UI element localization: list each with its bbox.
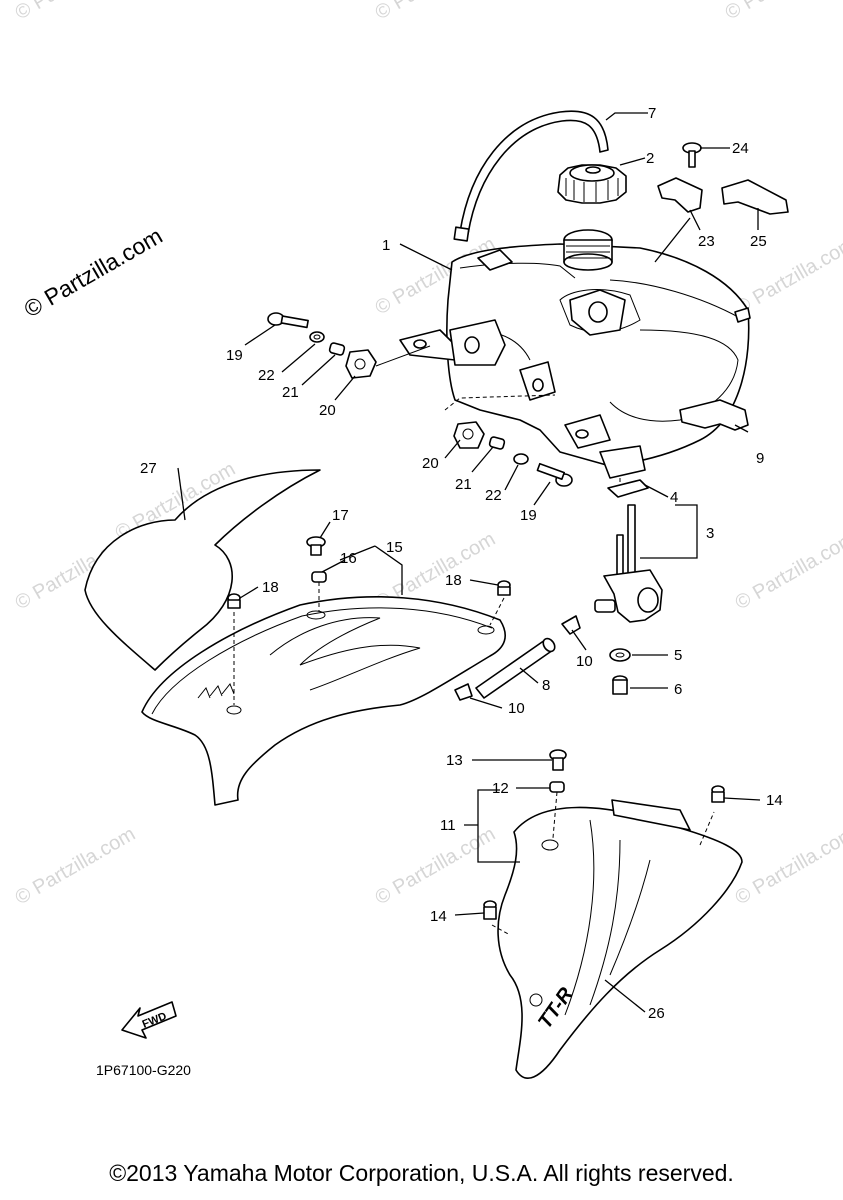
callout-9: 9: [756, 450, 764, 467]
part-2-fuel-cap: [557, 164, 627, 204]
callout-12: 12: [492, 780, 509, 797]
callout-19-left: 19: [226, 347, 243, 364]
watermark-tile: © Partzilla.com: [732, 233, 843, 319]
watermark-tile: © Partzilla.com: [12, 0, 140, 24]
part-18-clip-right: [489, 580, 511, 626]
callout-6: 6: [674, 681, 682, 698]
part-18-clip-left: [227, 593, 241, 705]
callout-18-right: 18: [445, 572, 462, 589]
callout-25: 25: [750, 233, 767, 250]
callout-19-right: 19: [520, 507, 537, 524]
callout-3: 3: [706, 525, 714, 542]
part-5-washer: [609, 648, 631, 662]
callout-10-lower: 10: [508, 700, 525, 717]
callout-5: 5: [674, 647, 682, 664]
callout-23: 23: [698, 233, 715, 250]
watermark-tile: © Partzilla.com: [12, 823, 140, 909]
part-25-band: [721, 179, 789, 215]
brand-watermark: © Partzilla.com: [20, 222, 167, 322]
watermark-tile: © Partzilla.com: [722, 0, 843, 24]
part-14-clip-upper: [711, 785, 725, 803]
copyright-notice: ©2013 Yamaha Motor Corporation, U.S.A. A…: [109, 1160, 734, 1186]
callout-18-left: 18: [262, 579, 279, 596]
part-23-bracket: [657, 177, 703, 213]
callout-14-upper: 14: [766, 792, 783, 809]
part-12-collar: [549, 781, 565, 839]
callout-26: 26: [648, 1005, 665, 1022]
callout-22-left: 22: [258, 367, 275, 384]
part-3-fuel-cock: [594, 504, 663, 623]
callout-14-lower: 14: [430, 908, 447, 925]
callout-16: 16: [340, 550, 357, 567]
callout-7: 7: [648, 105, 656, 122]
part-4-gasket: [607, 479, 649, 498]
callout-17: 17: [332, 507, 349, 524]
watermark-tile: © Partzilla.com: [732, 823, 843, 909]
fwd-arrow-icon: FWD: [121, 1001, 177, 1039]
callout-13: 13: [446, 752, 463, 769]
left-mount-hardware: [267, 312, 431, 379]
watermark-tile: © Partzilla.com: [372, 0, 500, 24]
part-10-clip-lower: [454, 683, 473, 701]
leader-lines: [177, 112, 761, 1013]
watermark-tile: © Partzilla.com: [372, 823, 500, 909]
part-7-breather-hose: [453, 110, 609, 242]
part-1-fuel-tank: [399, 229, 751, 490]
watermark-tile: © Partzilla.com: [732, 528, 843, 614]
callout-1: 1: [382, 237, 390, 254]
part-6-screw: [612, 675, 628, 695]
callout-15: 15: [386, 539, 403, 556]
part-8-fuel-hose: [475, 637, 556, 699]
part-26-side-cover: [491, 799, 743, 1079]
part-24-bolt: [682, 142, 702, 168]
callout-21-left: 21: [282, 384, 299, 401]
part-10-clip-upper: [561, 615, 581, 635]
callout-2: 2: [646, 150, 654, 167]
callout-10-upper: 10: [576, 653, 593, 670]
callout-27: 27: [140, 460, 157, 477]
callout-24: 24: [732, 140, 749, 157]
right-mount-hardware: [444, 394, 573, 487]
callout-8: 8: [542, 677, 550, 694]
part-27-decal: [84, 469, 321, 671]
diagram-code: 1P67100-G220: [96, 1062, 191, 1078]
callout-4: 4: [670, 489, 678, 506]
part-9-cover: [679, 399, 749, 431]
callout-11: 11: [440, 817, 456, 834]
callout-22-right: 22: [485, 487, 502, 504]
part-14-clip-lower: [483, 900, 497, 920]
callout-21-right: 21: [455, 476, 472, 493]
part-13-screw: [549, 749, 567, 771]
callout-labels: 1 2 3 4 5 6 7 8 9 10 10 11 12 13 14 14 1…: [140, 105, 783, 1022]
part-16-collar: [311, 571, 327, 612]
part-17-screw: [306, 536, 326, 556]
callout-20-left: 20: [319, 402, 336, 419]
callout-20-right: 20: [422, 455, 439, 472]
part-15-side-cover: [141, 596, 506, 806]
